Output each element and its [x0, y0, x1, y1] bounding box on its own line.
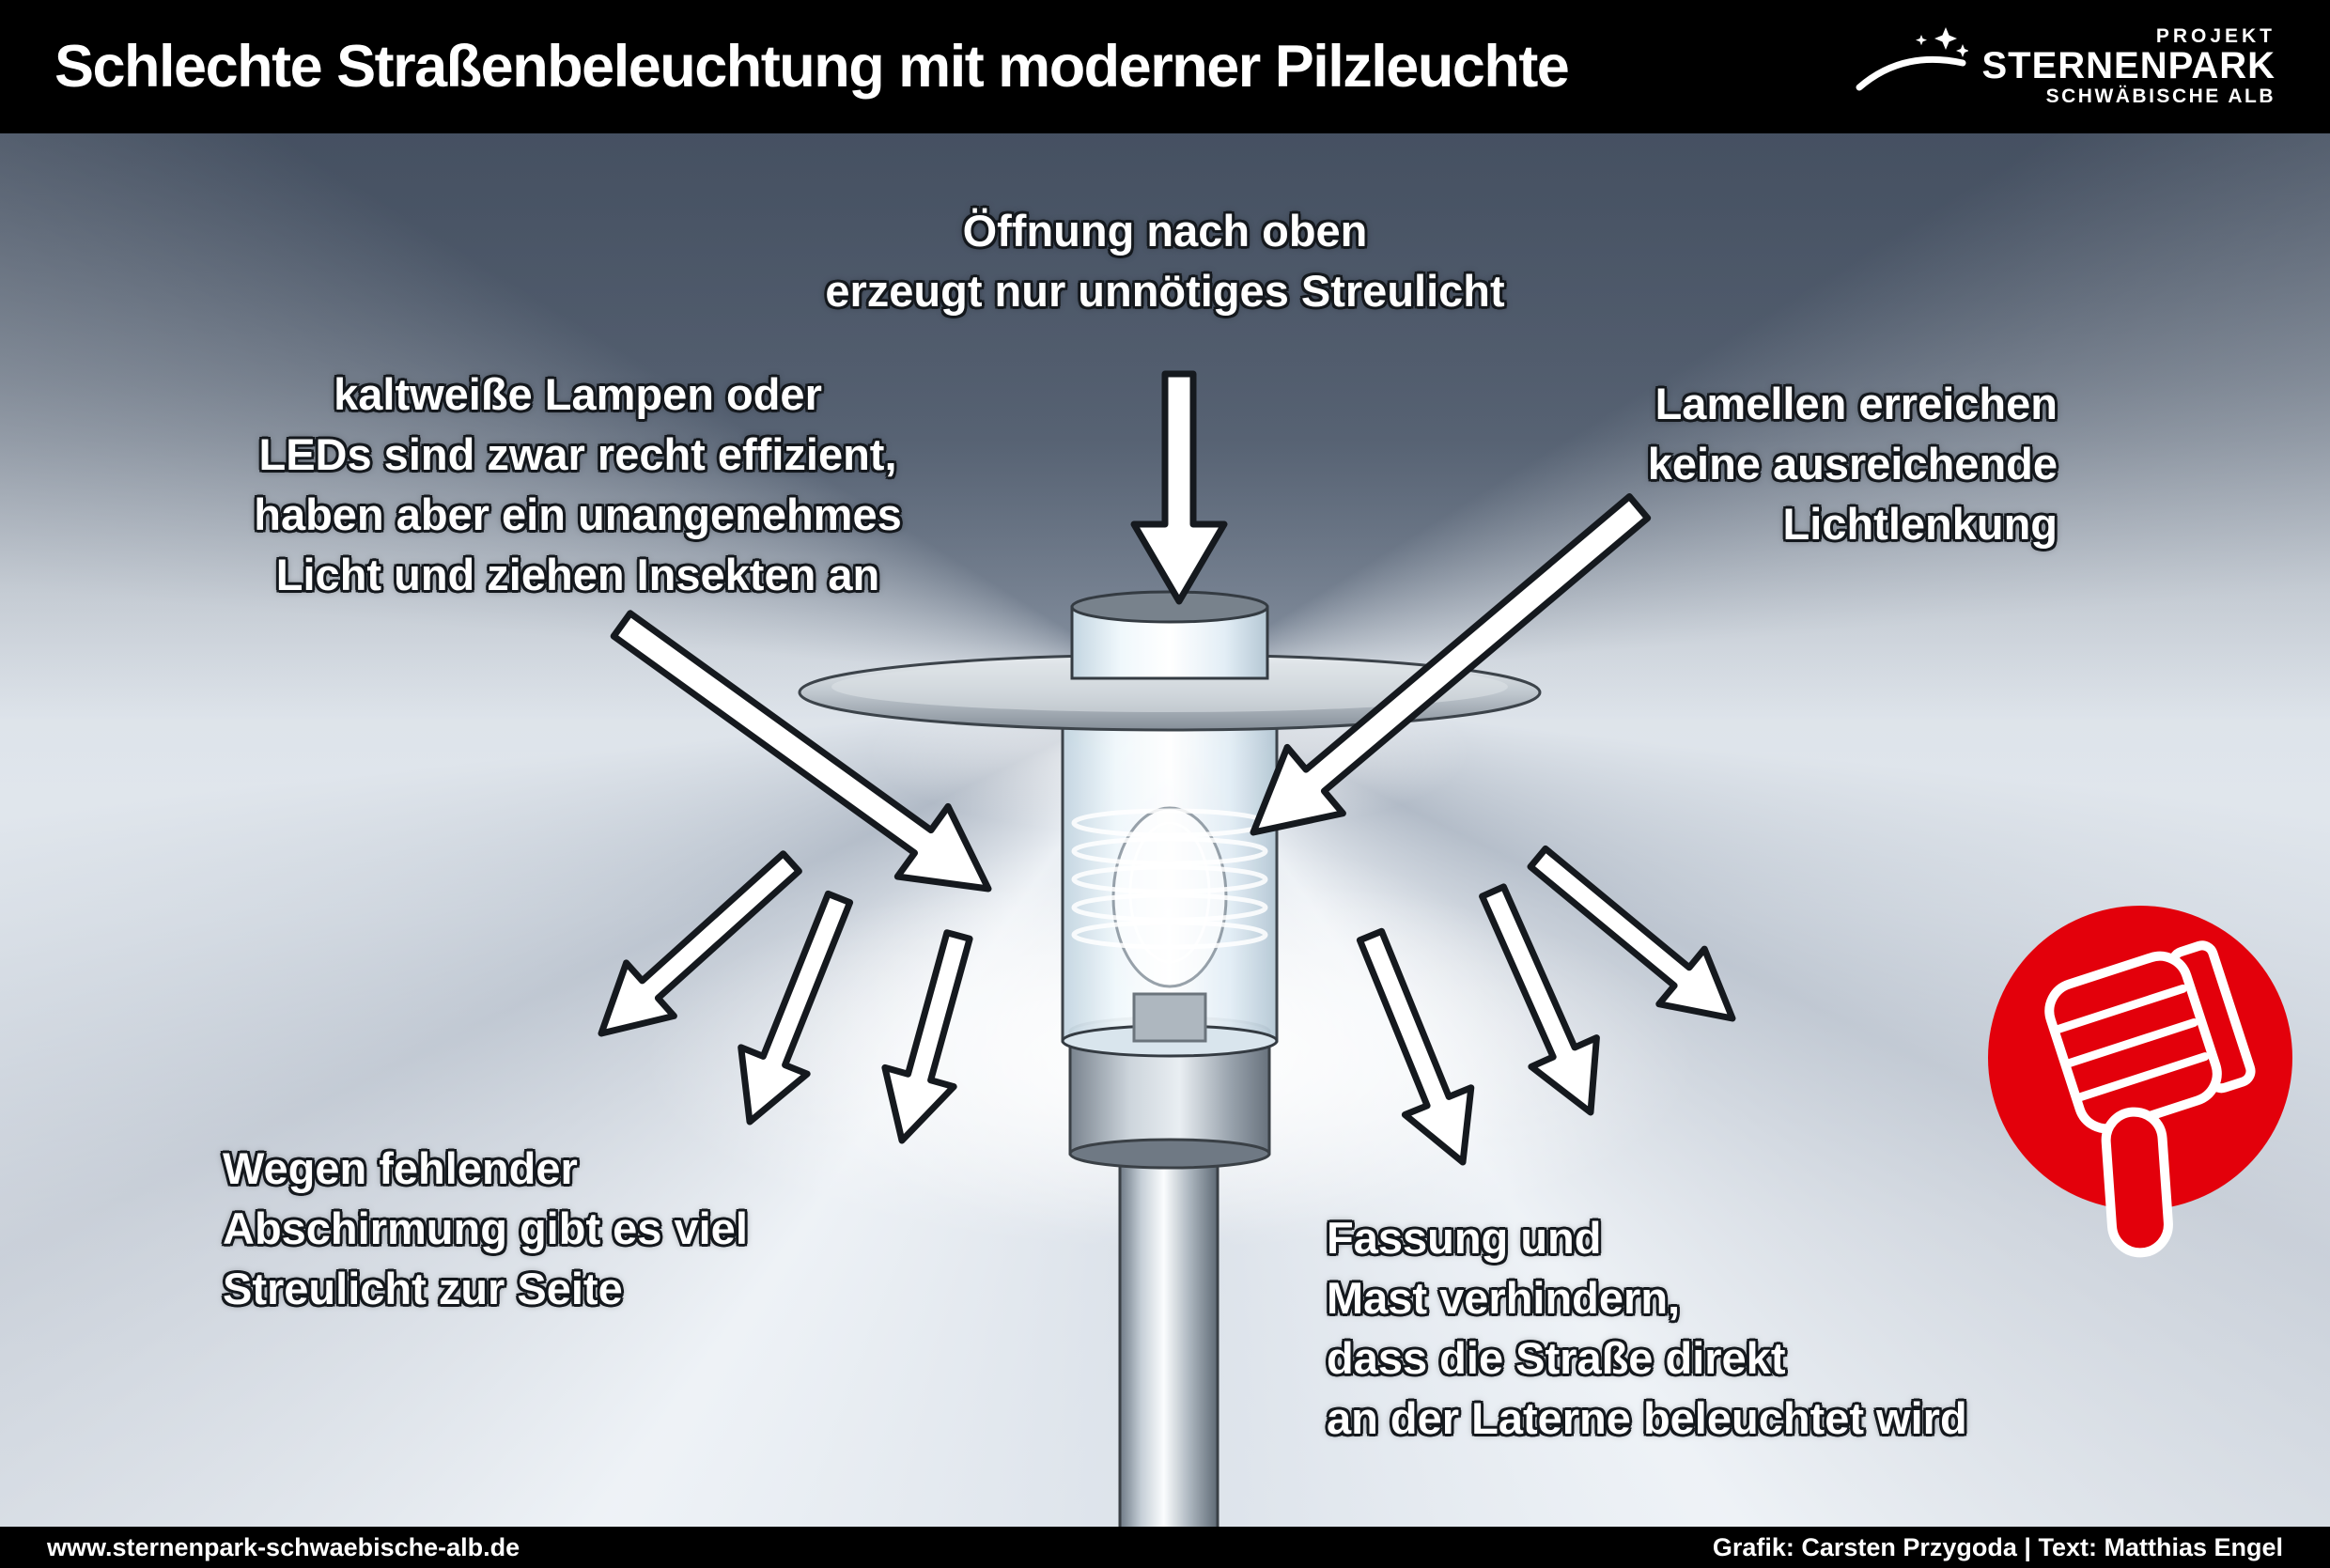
annotation-louvers: Lamellen erreichen keine ausreichende Li…: [1647, 379, 2058, 549]
page-title: Schlechte Straßenbeleuchtung mit moderne…: [54, 34, 1570, 100]
stray-arrow-left-3: [881, 929, 973, 1144]
stray-light-arrows: [598, 370, 1736, 1166]
header-bar: Schlechte Straßenbeleuchtung mit moderne…: [0, 0, 2330, 133]
lamp-base-bottom: [1068, 1138, 1271, 1170]
sternenpark-logo: PROJEKT STERNENPARK SCHWÄBISCHE ALB: [1856, 22, 2276, 112]
lamp-socket: [1132, 992, 1207, 1043]
logo-projekt: PROJEKT: [2155, 25, 2276, 48]
stray-arrow-left-1: [598, 850, 802, 1037]
annotation-opening-top: Öffnung nach oben erzeugt nur unnötiges …: [825, 206, 1505, 316]
footer-bar: www.sternenpark-schwaebische-alb.de Graf…: [0, 1527, 2330, 1568]
stray-arrow-right-2: [1479, 883, 1600, 1116]
lamp-pole: [1118, 1146, 1219, 1537]
shooting-star-swoosh-icon: [1856, 27, 1969, 91]
arrow-lamps-to-lamp: [610, 610, 992, 893]
thumbs-down-icon: [1988, 906, 2292, 1258]
logo-text: PROJEKT STERNENPARK SCHWÄBISCHE ALB: [1981, 26, 2276, 106]
footer-url: www.sternenpark-schwaebische-alb.de: [47, 1532, 520, 1561]
annotation-socket-and-mast: Fassung und Mast verhindern, dass die St…: [1327, 1213, 1967, 1443]
stray-arrow-right-1: [1356, 927, 1475, 1166]
logo-subtitle: SCHWÄBISCHE ALB: [2045, 85, 2276, 107]
stray-arrow-right-3: [1527, 845, 1736, 1022]
lamp-hat-highlight: [831, 661, 1508, 712]
stray-arrow-left-2: [738, 890, 854, 1126]
logo-name: STERNENPARK: [1981, 45, 2276, 87]
footer-credits: Grafik: Carsten Przygoda | Text: Matthia…: [1712, 1532, 2283, 1561]
lamp-top-opening: [1070, 590, 1269, 624]
arrow-opening-down: [1130, 370, 1228, 605]
annotation-cold-white-lamps: kaltweiße Lampen oder LEDs sind zwar rec…: [254, 369, 902, 599]
arrow-louvers-to-lamp: [1250, 493, 1652, 836]
annotation-missing-shielding: Wegen fehlender Abschirmung gibt es viel…: [223, 1143, 748, 1313]
